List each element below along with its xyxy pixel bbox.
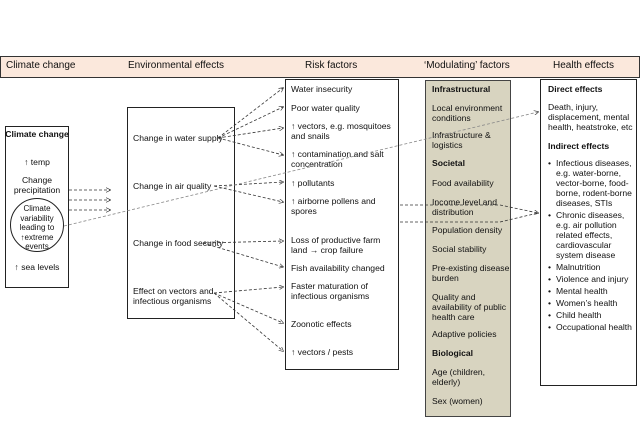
- water-to-vectors: [217, 128, 283, 139]
- climate-item-precipitation: Change precipitation: [13, 175, 61, 195]
- header-climate-change: Climate change: [6, 60, 76, 71]
- food-to-fish: [202, 242, 283, 267]
- health-direct-title: Direct effects: [548, 84, 603, 94]
- extreme-events-circle: [10, 198, 64, 252]
- water-to-quality: [217, 107, 283, 139]
- water-to-insecurity: [217, 88, 283, 139]
- health-mental: Mental health: [548, 286, 634, 296]
- risk-fish-availability: Fish availability changed: [291, 263, 385, 273]
- risk-pollens-spores: ↑ airborne pollens and spores: [291, 196, 376, 216]
- modulating-population-density: Population density: [432, 225, 503, 235]
- modulating-adaptive-policies: Adaptive policies: [432, 329, 497, 339]
- env-vectors-organisms: Effect on vectors and infectious organis…: [133, 286, 214, 306]
- header-risk-factors: Risk factors: [305, 60, 358, 71]
- air-to-pollutants: [213, 182, 283, 187]
- risk-contamination: ↑ contamination and salt concentration: [291, 149, 384, 169]
- modulating-food-availability: Food availability: [432, 178, 494, 188]
- modulating-to-health-1: [499, 204, 538, 213]
- climate-item-temp: ↑ temp: [24, 157, 50, 167]
- modulating-infrastructure-logistics: Infrastructure & logistics: [432, 130, 491, 150]
- modulating-age: Age (children, elderly): [432, 367, 486, 387]
- health-direct-text: Death, injury, displacement, mental heal…: [548, 102, 633, 132]
- climate-box-title: Climate change: [5, 129, 69, 139]
- env-food-security: Change in food security: [133, 238, 224, 248]
- modulating-biological-title: Biological: [432, 348, 474, 358]
- modulating-social-stability: Social stability: [432, 244, 487, 254]
- vectors-to-pests: [213, 292, 283, 351]
- modulating-income-level: Income level and distribution: [432, 197, 497, 217]
- health-indirect-title: Indirect effects: [548, 141, 610, 151]
- risk-faster-maturation: Faster maturation of infectious organism…: [291, 281, 370, 301]
- risk-water-insecurity: Water insecurity: [291, 84, 353, 94]
- vectors-to-zoonotic: [213, 292, 283, 323]
- risk-poor-water-quality: Poor water quality: [291, 103, 360, 113]
- modulating-public-health-care: Quality and availability of public healt…: [432, 292, 507, 322]
- risk-vectors-mosquitoes: ↑ vectors, e.g. mosquitoes and snails: [291, 121, 391, 141]
- modulating-infrastructural-title: Infrastructural: [432, 84, 491, 94]
- risk-vectors-pests: ↑ vectors / pests: [291, 347, 354, 357]
- modulating-factors-box: [425, 80, 511, 417]
- climate-to-direct-effects: [63, 112, 538, 227]
- env-air-quality: Change in air quality: [133, 181, 212, 191]
- env-water-supply: Change in water supply: [133, 133, 223, 143]
- health-chronic-diseases: Chronic diseases, e.g. air pollution rel…: [548, 210, 634, 260]
- air-to-pollens: [213, 185, 283, 202]
- risk-zoonotic: Zoonotic effects: [291, 319, 352, 329]
- header-environmental-effects: Environmental effects: [128, 60, 224, 71]
- water-to-contamination: [217, 137, 283, 155]
- risk-factors-box: [285, 79, 399, 370]
- header-health-effects: Health effects: [553, 60, 614, 71]
- modulating-local-environment: Local environment conditions: [432, 103, 503, 123]
- vectors-to-maturation: [213, 287, 283, 294]
- health-occupational: Occupational health: [548, 322, 634, 332]
- environmental-effects-box: [127, 107, 235, 319]
- risk-crop-failure: Loss of productive farm land → crop fail…: [291, 235, 381, 255]
- health-child: Child health: [548, 310, 634, 320]
- modulating-to-health-2: [499, 212, 539, 223]
- climate-item-sea-levels: ↑ sea levels: [14, 262, 60, 272]
- food-to-crop: [202, 241, 283, 243]
- modulating-societal-title: Societal: [432, 158, 465, 168]
- climate-item-extreme-events: Climate variability leading to ↑extreme …: [19, 204, 55, 251]
- header-modulating-factors: ‘Modulating’ factors: [424, 60, 510, 71]
- health-violence-injury: Violence and injury: [548, 274, 634, 284]
- health-infectious-diseases: Infectious diseases, e.g. water-borne, v…: [548, 158, 634, 208]
- modulating-disease-burden: Pre-existing disease burden: [432, 263, 510, 283]
- health-indirect-list: Infectious diseases, e.g. water-borne, v…: [548, 158, 634, 334]
- risk-pollutants: ↑ pollutants: [291, 178, 335, 188]
- health-womens: Women’s health: [548, 298, 634, 308]
- modulating-sex: Sex (women): [432, 396, 483, 406]
- health-malnutrition: Malnutrition: [548, 262, 634, 272]
